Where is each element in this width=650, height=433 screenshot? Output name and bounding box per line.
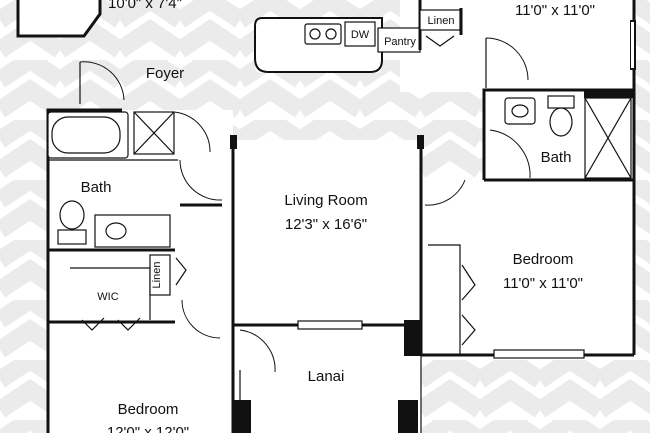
right-bath xyxy=(482,88,634,180)
left-bath xyxy=(46,108,223,433)
living-room xyxy=(230,135,424,433)
linen-left-label: Linen xyxy=(151,262,163,289)
top-right-room xyxy=(418,0,636,355)
bedroom-left-label: Bedroom xyxy=(118,401,179,418)
top-left-dimension: 10'0" x 7'4" xyxy=(108,0,182,12)
vanity-sink-icon xyxy=(504,97,536,125)
bedroom-right-label: Bedroom xyxy=(513,251,574,268)
dishwasher-label: DW xyxy=(351,29,370,41)
bath-left-label: Bath xyxy=(81,179,112,196)
living-room-dimension: 12'3" x 16'6" xyxy=(285,216,367,233)
bath-right-label: Bath xyxy=(541,149,572,166)
foyer-label: Foyer xyxy=(146,65,184,82)
wic-label: WIC xyxy=(97,291,118,303)
bedroom-right-dimension: 11'0" x 11'0" xyxy=(503,275,583,292)
left-sink-icon xyxy=(94,214,171,248)
top-left-room xyxy=(16,0,125,104)
toilet-icon xyxy=(547,95,575,109)
left-toilet-icon xyxy=(57,229,87,245)
living-room-label: Living Room xyxy=(284,192,367,209)
lanai-label: Lanai xyxy=(308,368,345,385)
lanai xyxy=(233,330,422,433)
top-right-dimension: 11'0" x 11'0" xyxy=(515,2,595,19)
bedroom-left-dimension: 12'0" x 12'0" xyxy=(107,424,189,433)
wic-closet xyxy=(48,254,221,339)
pantry-label: Pantry xyxy=(384,36,416,48)
linen-top-label: Linen xyxy=(428,15,455,27)
